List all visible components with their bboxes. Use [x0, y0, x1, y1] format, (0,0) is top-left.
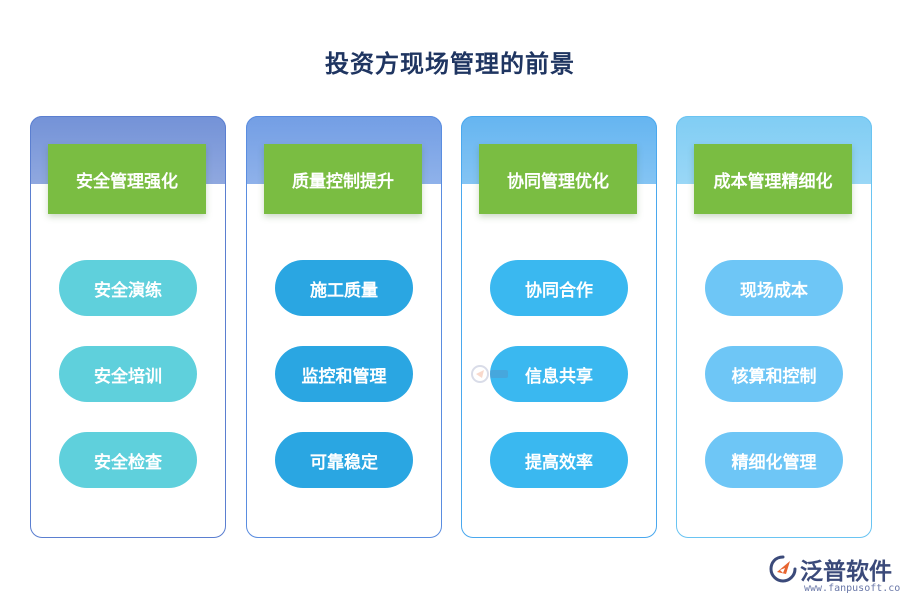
- item-pill: 安全检查: [59, 432, 197, 488]
- item-pill: 提高效率: [490, 432, 628, 488]
- card-collaboration: 协同管理优化 协同合作 信息共享 提高效率: [461, 116, 657, 538]
- item-pill: 安全培训: [59, 346, 197, 402]
- item-pill: 监控和管理: [275, 346, 413, 402]
- page-title: 投资方现场管理的前景: [325, 50, 575, 78]
- card-cost: 成本管理精细化 现场成本 核算和控制 精细化管理: [676, 116, 872, 538]
- brand-name: 泛普软件: [800, 559, 892, 585]
- brand-url: www.fanpusoft.com: [804, 583, 900, 594]
- card-header: 质量控制提升: [264, 144, 422, 214]
- card-header: 安全管理强化: [48, 144, 206, 214]
- item-pill: 安全演练: [59, 260, 197, 316]
- card-safety: 安全管理强化 安全演练 安全培训 安全检查: [30, 116, 226, 538]
- item-pill: 核算和控制: [705, 346, 843, 402]
- item-pill: 协同合作: [490, 260, 628, 316]
- item-pill: 可靠稳定: [275, 432, 413, 488]
- brand-logo: 泛普软件 www.fanpusoft.com: [768, 552, 900, 596]
- card-header: 协同管理优化: [479, 144, 637, 214]
- watermark-logo-icon: [471, 365, 508, 383]
- item-pill: 信息共享: [490, 346, 628, 402]
- item-pill: 现场成本: [705, 260, 843, 316]
- card-header: 成本管理精细化: [694, 144, 852, 214]
- card-quality: 质量控制提升 施工质量 监控和管理 可靠稳定: [246, 116, 442, 538]
- item-pill: 施工质量: [275, 260, 413, 316]
- item-pill: 精细化管理: [705, 432, 843, 488]
- fanpu-logo-icon: [769, 555, 797, 583]
